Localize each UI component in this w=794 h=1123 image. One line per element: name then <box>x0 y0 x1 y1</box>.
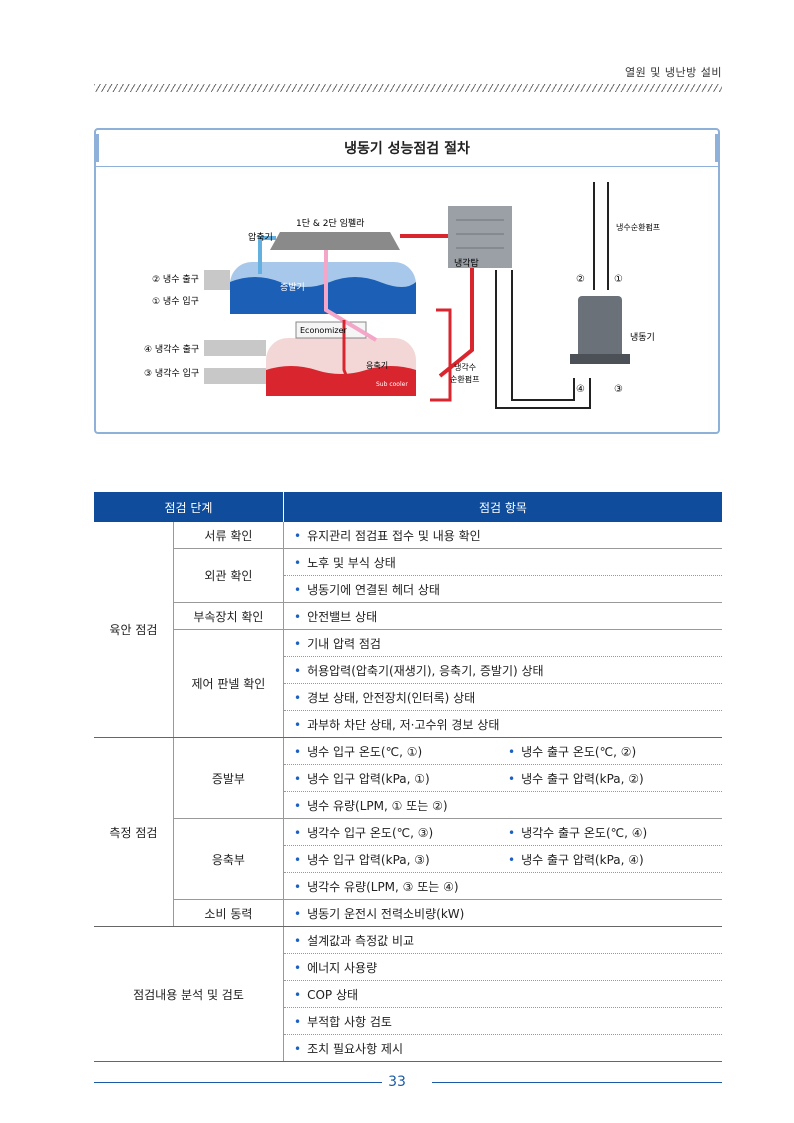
cooling-tower-body <box>448 206 512 268</box>
label-cooling-tower: 냉각탑 <box>454 257 479 269</box>
item-row: •경보 상태, 안전장치(인터록) 상태 <box>283 683 722 711</box>
item-row: •에너지 사용량 <box>283 953 722 981</box>
pipe-stub-3 <box>204 368 266 384</box>
label-condenser: 응축기 <box>366 361 388 370</box>
label-chiller: 냉동기 <box>630 332 655 343</box>
item-row: •냉동기에 연결된 헤더 상태 <box>283 575 722 603</box>
table-header-row: 점검 단계 점검 항목 <box>94 492 722 522</box>
item-row: •냉수 유량(LPM, ① 또는 ②) <box>283 791 722 819</box>
label-cw-out: ② 냉수 출구 <box>152 274 199 285</box>
table-row: •허용압력(압축기(재생기), 응축기, 증발기) 상태 <box>94 656 722 684</box>
circuit-line <box>495 270 591 409</box>
table-row: •COP 상태 <box>94 980 722 1008</box>
page-number: 33 <box>388 1074 406 1090</box>
item-row: •냉수 입구 압력(kPa, ③)•냉수 출구 압력(kPa, ④) <box>283 845 722 873</box>
item-row: •과부하 차단 상태, 저·고수위 경보 상태 <box>283 710 722 738</box>
item-row: •냉각수 입구 온도(℃, ③)•냉각수 출구 온도(℃, ④) <box>283 818 722 846</box>
refrigerant-line-2 <box>324 250 378 342</box>
table-row: 소비 동력 •냉동기 운전시 전력소비량(kW) <box>94 899 722 927</box>
table-row: •냉수 유량(LPM, ① 또는 ②) <box>94 791 722 819</box>
label-n3: ③ <box>614 384 623 395</box>
label-impeller: 1단 & 2단 임펠라 <box>296 217 365 229</box>
label-cw-in: ① 냉수 입구 <box>152 295 199 307</box>
table-row: 측정 점검 증발부 •냉수 입구 온도(℃, ①)•냉수 출구 온도(℃, ②) <box>94 737 722 927</box>
item-row: •설계값과 측정값 비교 <box>283 926 722 954</box>
label-cool-out: ④ 냉각수 출구 <box>144 343 199 355</box>
item-row: •냉동기 운전시 전력소비량(kW) <box>283 899 722 927</box>
sub-evaporator: 증발부 <box>173 737 284 819</box>
label-economizer: Economizer <box>300 326 347 335</box>
chiller-diagram: 압축기 1단 & 2단 임펠라 증발기 Economizer 응축기 Sub c… <box>144 182 660 409</box>
item-row: •냉각수 유량(LPM, ③ 또는 ④) <box>283 872 722 900</box>
item-row: •냉수 입구 온도(℃, ①)•냉수 출구 온도(℃, ②) <box>283 737 722 765</box>
economizer-box <box>295 321 367 339</box>
item-row: •노후 및 부식 상태 <box>283 548 722 576</box>
figure-title: 냉동기 성능점검 절차 <box>94 130 720 167</box>
condenser-liquid <box>266 366 416 396</box>
evaporator-water <box>230 277 416 314</box>
cat-analysis: 점검내용 분석 및 검토 <box>94 926 284 1062</box>
table-row: •경보 상태, 안전장치(인터록) 상태 <box>94 683 722 711</box>
label-cool-pump-2: 순환펌프 <box>450 374 479 384</box>
pipe-stub-2 <box>204 340 266 356</box>
chiller-base <box>570 354 630 364</box>
footer-rule-right <box>432 1082 722 1083</box>
item-row: •COP 상태 <box>283 980 722 1008</box>
table-row: •냉수 입구 압력(kPa, ①)•냉수 출구 압력(kPa, ②) <box>94 764 722 792</box>
header-step: 점검 단계 <box>94 492 284 522</box>
item-row: •허용압력(압축기(재생기), 응축기, 증발기) 상태 <box>283 656 722 684</box>
header-items: 점검 항목 <box>283 492 722 522</box>
table-row: •조치 필요사항 제시 <box>94 1034 722 1062</box>
table-row: •냉수 입구 압력(kPa, ③)•냉수 출구 압력(kPa, ④) <box>94 845 722 873</box>
sub-condenser: 응축부 <box>173 818 284 900</box>
table-row: 응축부 •냉각수 입구 온도(℃, ③)•냉각수 출구 온도(℃, ④) <box>94 818 722 900</box>
sub-exterior: 외관 확인 <box>173 548 284 603</box>
label-n1: ① <box>614 274 623 285</box>
table-row: 외관 확인 •노후 및 부식 상태 <box>94 548 722 603</box>
table-row: 점검내용 분석 및 검토 •설계값과 측정값 비교 <box>94 926 722 1062</box>
table-row: •냉각수 유량(LPM, ③ 또는 ④) <box>94 872 722 900</box>
header-hatch-rule <box>94 84 722 92</box>
cat-measure: 측정 점검 <box>94 737 174 927</box>
sub-docs: 서류 확인 <box>173 522 284 549</box>
item-row: •안전밸브 상태 <box>283 602 722 630</box>
table-row: •과부하 차단 상태, 저·고수위 경보 상태 <box>94 710 722 738</box>
label-n2: ② <box>576 274 585 285</box>
item-row: •냉수 입구 압력(kPa, ①)•냉수 출구 압력(kPa, ②) <box>283 764 722 792</box>
item-row: •기내 압력 점검 <box>283 629 722 657</box>
chiller-unit <box>578 296 622 360</box>
sub-accessories: 부속장치 확인 <box>173 602 284 630</box>
running-header: 열원 및 냉난방 설비 <box>625 66 722 79</box>
table-row: 부속장치 확인 •안전밸브 상태 <box>94 602 722 630</box>
figure-box: 냉동기 성능점검 절차 압축기 1단 & 2단 임펠라 증발기 Economiz… <box>94 128 720 434</box>
cat-visual: 육안 점검 <box>94 522 174 738</box>
label-compressor: 압축기 <box>248 231 273 243</box>
item-row: •부적합 사항 검토 <box>283 1007 722 1035</box>
circuit-line-2 <box>511 270 575 401</box>
sub-power: 소비 동력 <box>173 899 284 927</box>
label-cool-in: ③ 냉각수 입구 <box>144 367 199 379</box>
label-subcooler: Sub cooler <box>376 381 408 388</box>
pipe-line-4 <box>430 308 452 402</box>
item-row: •조치 필요사항 제시 <box>283 1034 722 1062</box>
compressor-shape <box>270 232 400 250</box>
label-cool-pump-1: 냉각수 <box>454 362 476 372</box>
pipe-line-3 <box>258 236 276 274</box>
pipe-line <box>342 320 354 391</box>
table-row: 제어 판넬 확인 •기내 압력 점검 <box>94 629 722 738</box>
pipe-stub <box>204 270 230 290</box>
table-row: •부적합 사항 검토 <box>94 1007 722 1035</box>
table-row: •에너지 사용량 <box>94 953 722 981</box>
table-row: 육안 점검 서류 확인 •유지관리 점검표 접수 및 내용 확인 <box>94 522 722 738</box>
sub-control-panel: 제어 판넬 확인 <box>173 629 284 738</box>
inspection-table: 점검 단계 점검 항목 육안 점검 서류 확인 •유지관리 점검표 접수 및 내… <box>94 492 722 1062</box>
label-n4: ④ <box>576 384 585 395</box>
footer-rule-left <box>94 1082 382 1083</box>
label-cw-pump: 냉수순환펌프 <box>616 222 660 232</box>
item-row: •유지관리 점검표 접수 및 내용 확인 <box>283 522 722 549</box>
label-evaporator: 증발기 <box>280 282 305 293</box>
table-row: •냉동기에 연결된 헤더 상태 <box>94 575 722 603</box>
